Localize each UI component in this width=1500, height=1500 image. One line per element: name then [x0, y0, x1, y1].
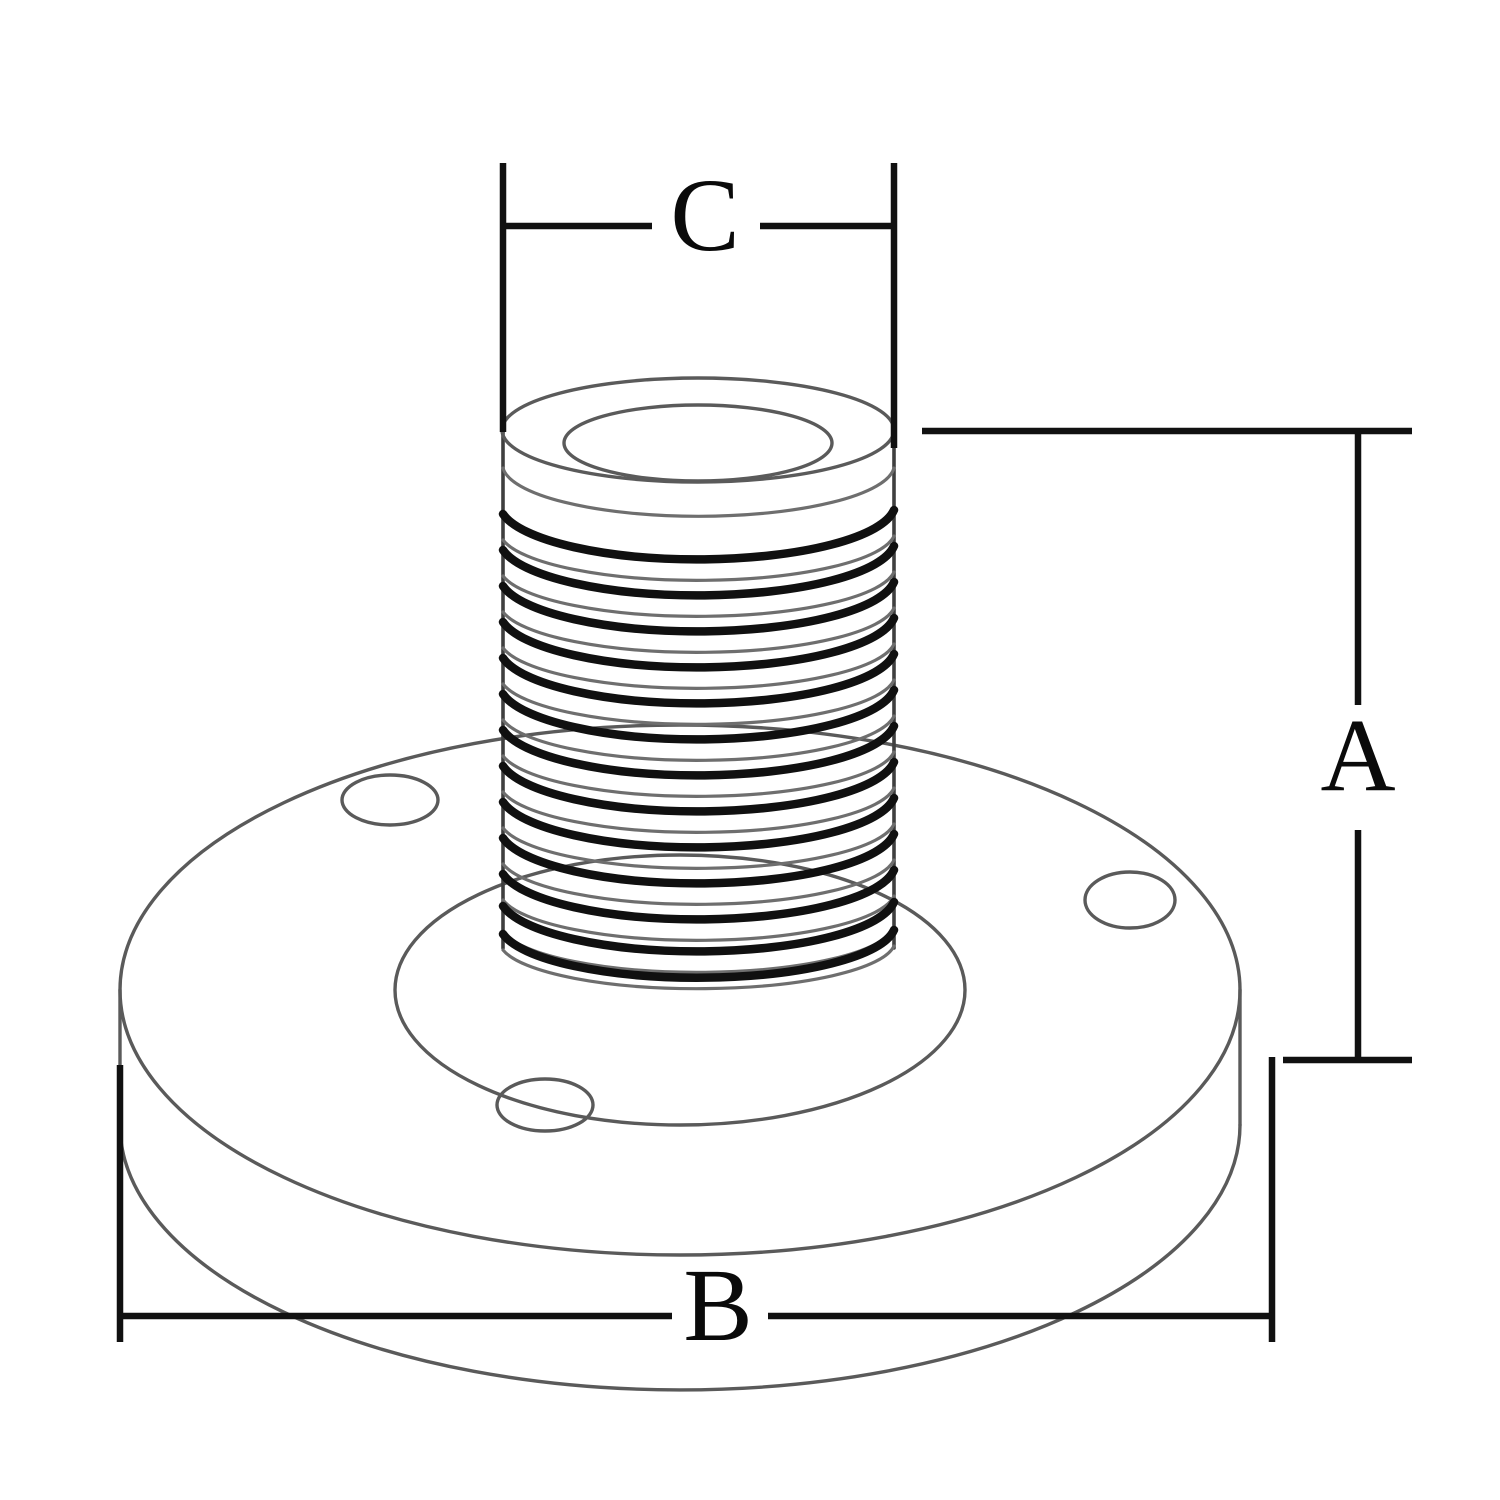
thread-crest-4 [501, 642, 896, 690]
thread-root-7 [498, 721, 899, 780]
bolt-hole-group [340, 773, 1177, 1133]
thread-crest-5 [501, 678, 896, 726]
dimension-a: A [922, 427, 1412, 1064]
threaded-pipe-nipple [498, 376, 899, 991]
thread-crest-3 [501, 606, 896, 654]
thread-root-11 [498, 865, 899, 924]
thread-crest-9 [501, 822, 896, 870]
thread-root-5 [498, 649, 899, 708]
flange-raised-face-ellipse [393, 853, 967, 1127]
thread-root-6 [498, 685, 899, 744]
thread-root-8 [498, 757, 899, 816]
thread-root-10 [498, 829, 899, 888]
pipe-bore-inner-ellipse [562, 403, 834, 483]
thread-crest-8 [501, 786, 896, 834]
thread-helix-stack [498, 505, 899, 991]
thread-crest-light-0 [501, 466, 896, 518]
thread-crest-7 [501, 750, 896, 798]
thread-crest-2 [501, 570, 896, 618]
flange-disc [118, 723, 1242, 1392]
thread-crest-10 [501, 858, 896, 906]
thread-root-13 [498, 925, 899, 982]
thread-crest-1 [501, 534, 896, 582]
thread-root-9 [498, 793, 899, 852]
flange-bottom-face-arc [118, 1123, 1242, 1392]
thread-root-1 [498, 505, 899, 564]
thread-root-12 [498, 897, 899, 956]
dimension-c-label: C [670, 158, 739, 273]
thread-crest-6 [501, 714, 896, 762]
thread-root-2 [498, 541, 899, 600]
thread-crest-11 [501, 894, 896, 942]
pipe-top-rim-outer-ellipse [500, 376, 896, 484]
bolt-hole-upper-left [340, 773, 440, 827]
dimension-c: C [499, 158, 898, 448]
bolt-hole-front [495, 1077, 595, 1133]
thread-root-3 [498, 577, 899, 636]
thread-root-4 [498, 613, 899, 672]
dimension-b: B [116, 1057, 1276, 1363]
dimension-a-label: A [1320, 698, 1395, 813]
dimension-b-label: B [683, 1248, 752, 1363]
thread-crest-13 [501, 944, 896, 991]
bolt-hole-right [1083, 870, 1177, 930]
